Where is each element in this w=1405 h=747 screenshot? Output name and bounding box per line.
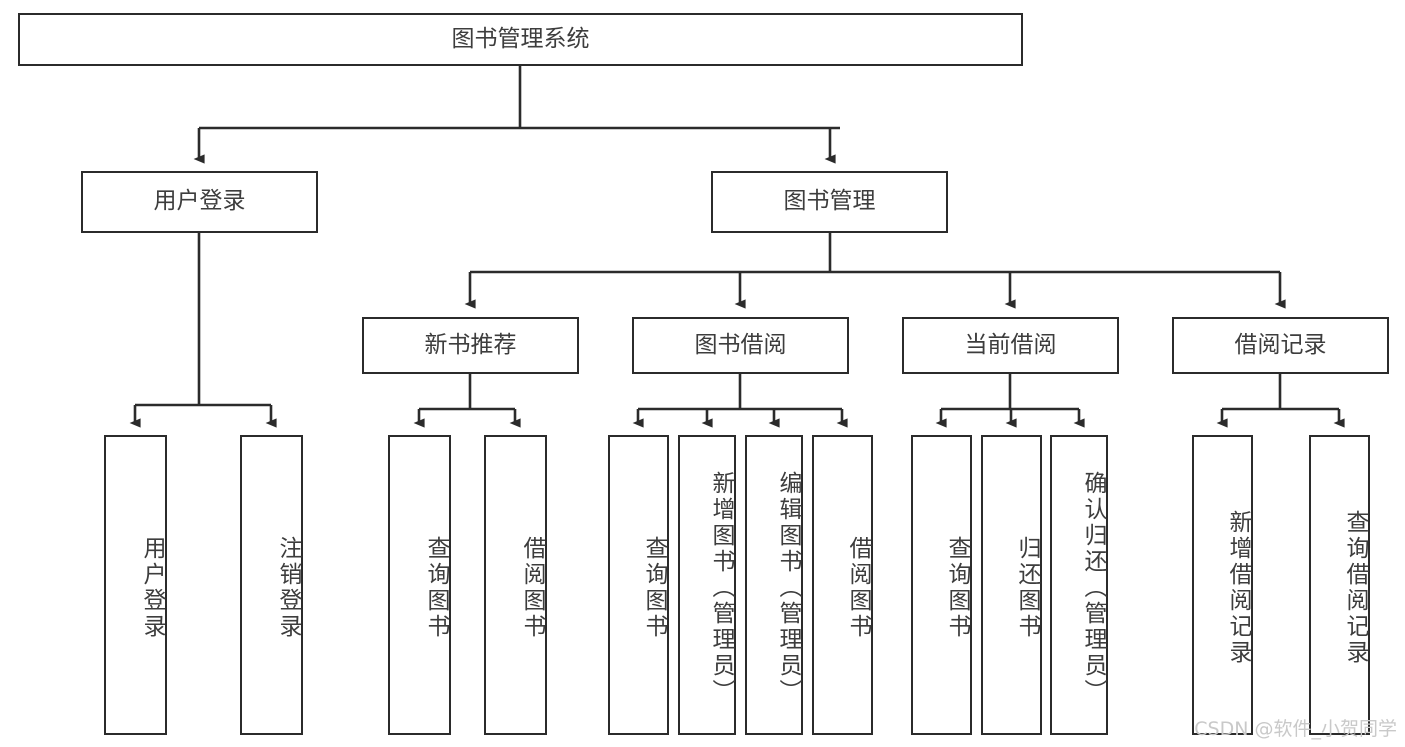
node-label: 借阅图书 xyxy=(519,536,545,640)
node-label: 查询图书 xyxy=(641,536,667,640)
node-leaf-return-book[interactable]: 归还图书 xyxy=(981,435,1042,735)
node-label: 注销登录 xyxy=(275,536,301,640)
edges-new-book-recommend-to-leaves xyxy=(413,374,521,428)
node-label: 查询借阅记录 xyxy=(1342,510,1368,666)
node-label: 当前借阅 xyxy=(964,331,1057,358)
node-label: 新书推荐 xyxy=(424,331,517,358)
node-leaf-query-book-recommend[interactable]: 查询图书 xyxy=(388,435,451,735)
node-label: 图书借阅 xyxy=(694,331,787,358)
node-label: 确认归还（管理员） xyxy=(1080,471,1106,705)
node-leaf-user-login[interactable]: 用户登录 xyxy=(104,435,167,735)
node-label: 查询图书 xyxy=(944,536,970,640)
node-label: 编辑图书（管理员） xyxy=(775,471,801,705)
node-leaf-borrow-book-recommend[interactable]: 借阅图书 xyxy=(484,435,547,735)
node-leaf-query-book-borrow[interactable]: 查询图书 xyxy=(608,435,669,735)
node-label: 新增图书（管理员） xyxy=(708,471,734,705)
node-leaf-add-borrow-record[interactable]: 新增借阅记录 xyxy=(1192,435,1253,735)
node-label: 图书管理系统 xyxy=(451,25,590,52)
node-leaf-add-book-admin[interactable]: 新增图书（管理员） xyxy=(678,435,736,735)
node-label: 借阅记录 xyxy=(1234,331,1327,358)
node-label: 查询图书 xyxy=(423,536,449,640)
edges-root-to-level2 xyxy=(193,66,840,164)
node-leaf-query-borrow-record[interactable]: 查询借阅记录 xyxy=(1309,435,1370,735)
node-leaf-query-book-current[interactable]: 查询图书 xyxy=(911,435,972,735)
node-book-borrow[interactable]: 图书借阅 xyxy=(632,317,849,374)
edges-user-login-to-leaves xyxy=(129,233,277,428)
node-new-book-recommend[interactable]: 新书推荐 xyxy=(362,317,579,374)
node-label: 图书管理 xyxy=(783,188,876,215)
node-leaf-edit-book-admin[interactable]: 编辑图书（管理员） xyxy=(745,435,803,735)
node-label: 用户登录 xyxy=(139,536,165,640)
node-leaf-borrow-book[interactable]: 借阅图书 xyxy=(812,435,873,735)
edges-borrow-record-to-leaves xyxy=(1216,374,1345,428)
node-leaf-logout[interactable]: 注销登录 xyxy=(240,435,303,735)
node-root-book-management-system[interactable]: 图书管理系统 xyxy=(18,13,1023,66)
node-user-login[interactable]: 用户登录 xyxy=(81,171,318,233)
node-label: 归还图书 xyxy=(1014,536,1040,640)
node-leaf-confirm-return-admin[interactable]: 确认归还（管理员） xyxy=(1050,435,1108,735)
node-current-borrow[interactable]: 当前借阅 xyxy=(902,317,1119,374)
edges-current-borrow-to-leaves xyxy=(935,374,1085,428)
node-book-management[interactable]: 图书管理 xyxy=(711,171,948,233)
edges-book-borrow-to-leaves xyxy=(632,374,848,428)
node-borrow-record[interactable]: 借阅记录 xyxy=(1172,317,1389,374)
node-label: 借阅图书 xyxy=(845,536,871,640)
watermark: CSDN @软件_小贺同学 xyxy=(1194,718,1397,740)
node-label: 新增借阅记录 xyxy=(1225,510,1251,666)
node-label: 用户登录 xyxy=(153,188,246,215)
edges-book-management-to-level3 xyxy=(464,233,1286,309)
